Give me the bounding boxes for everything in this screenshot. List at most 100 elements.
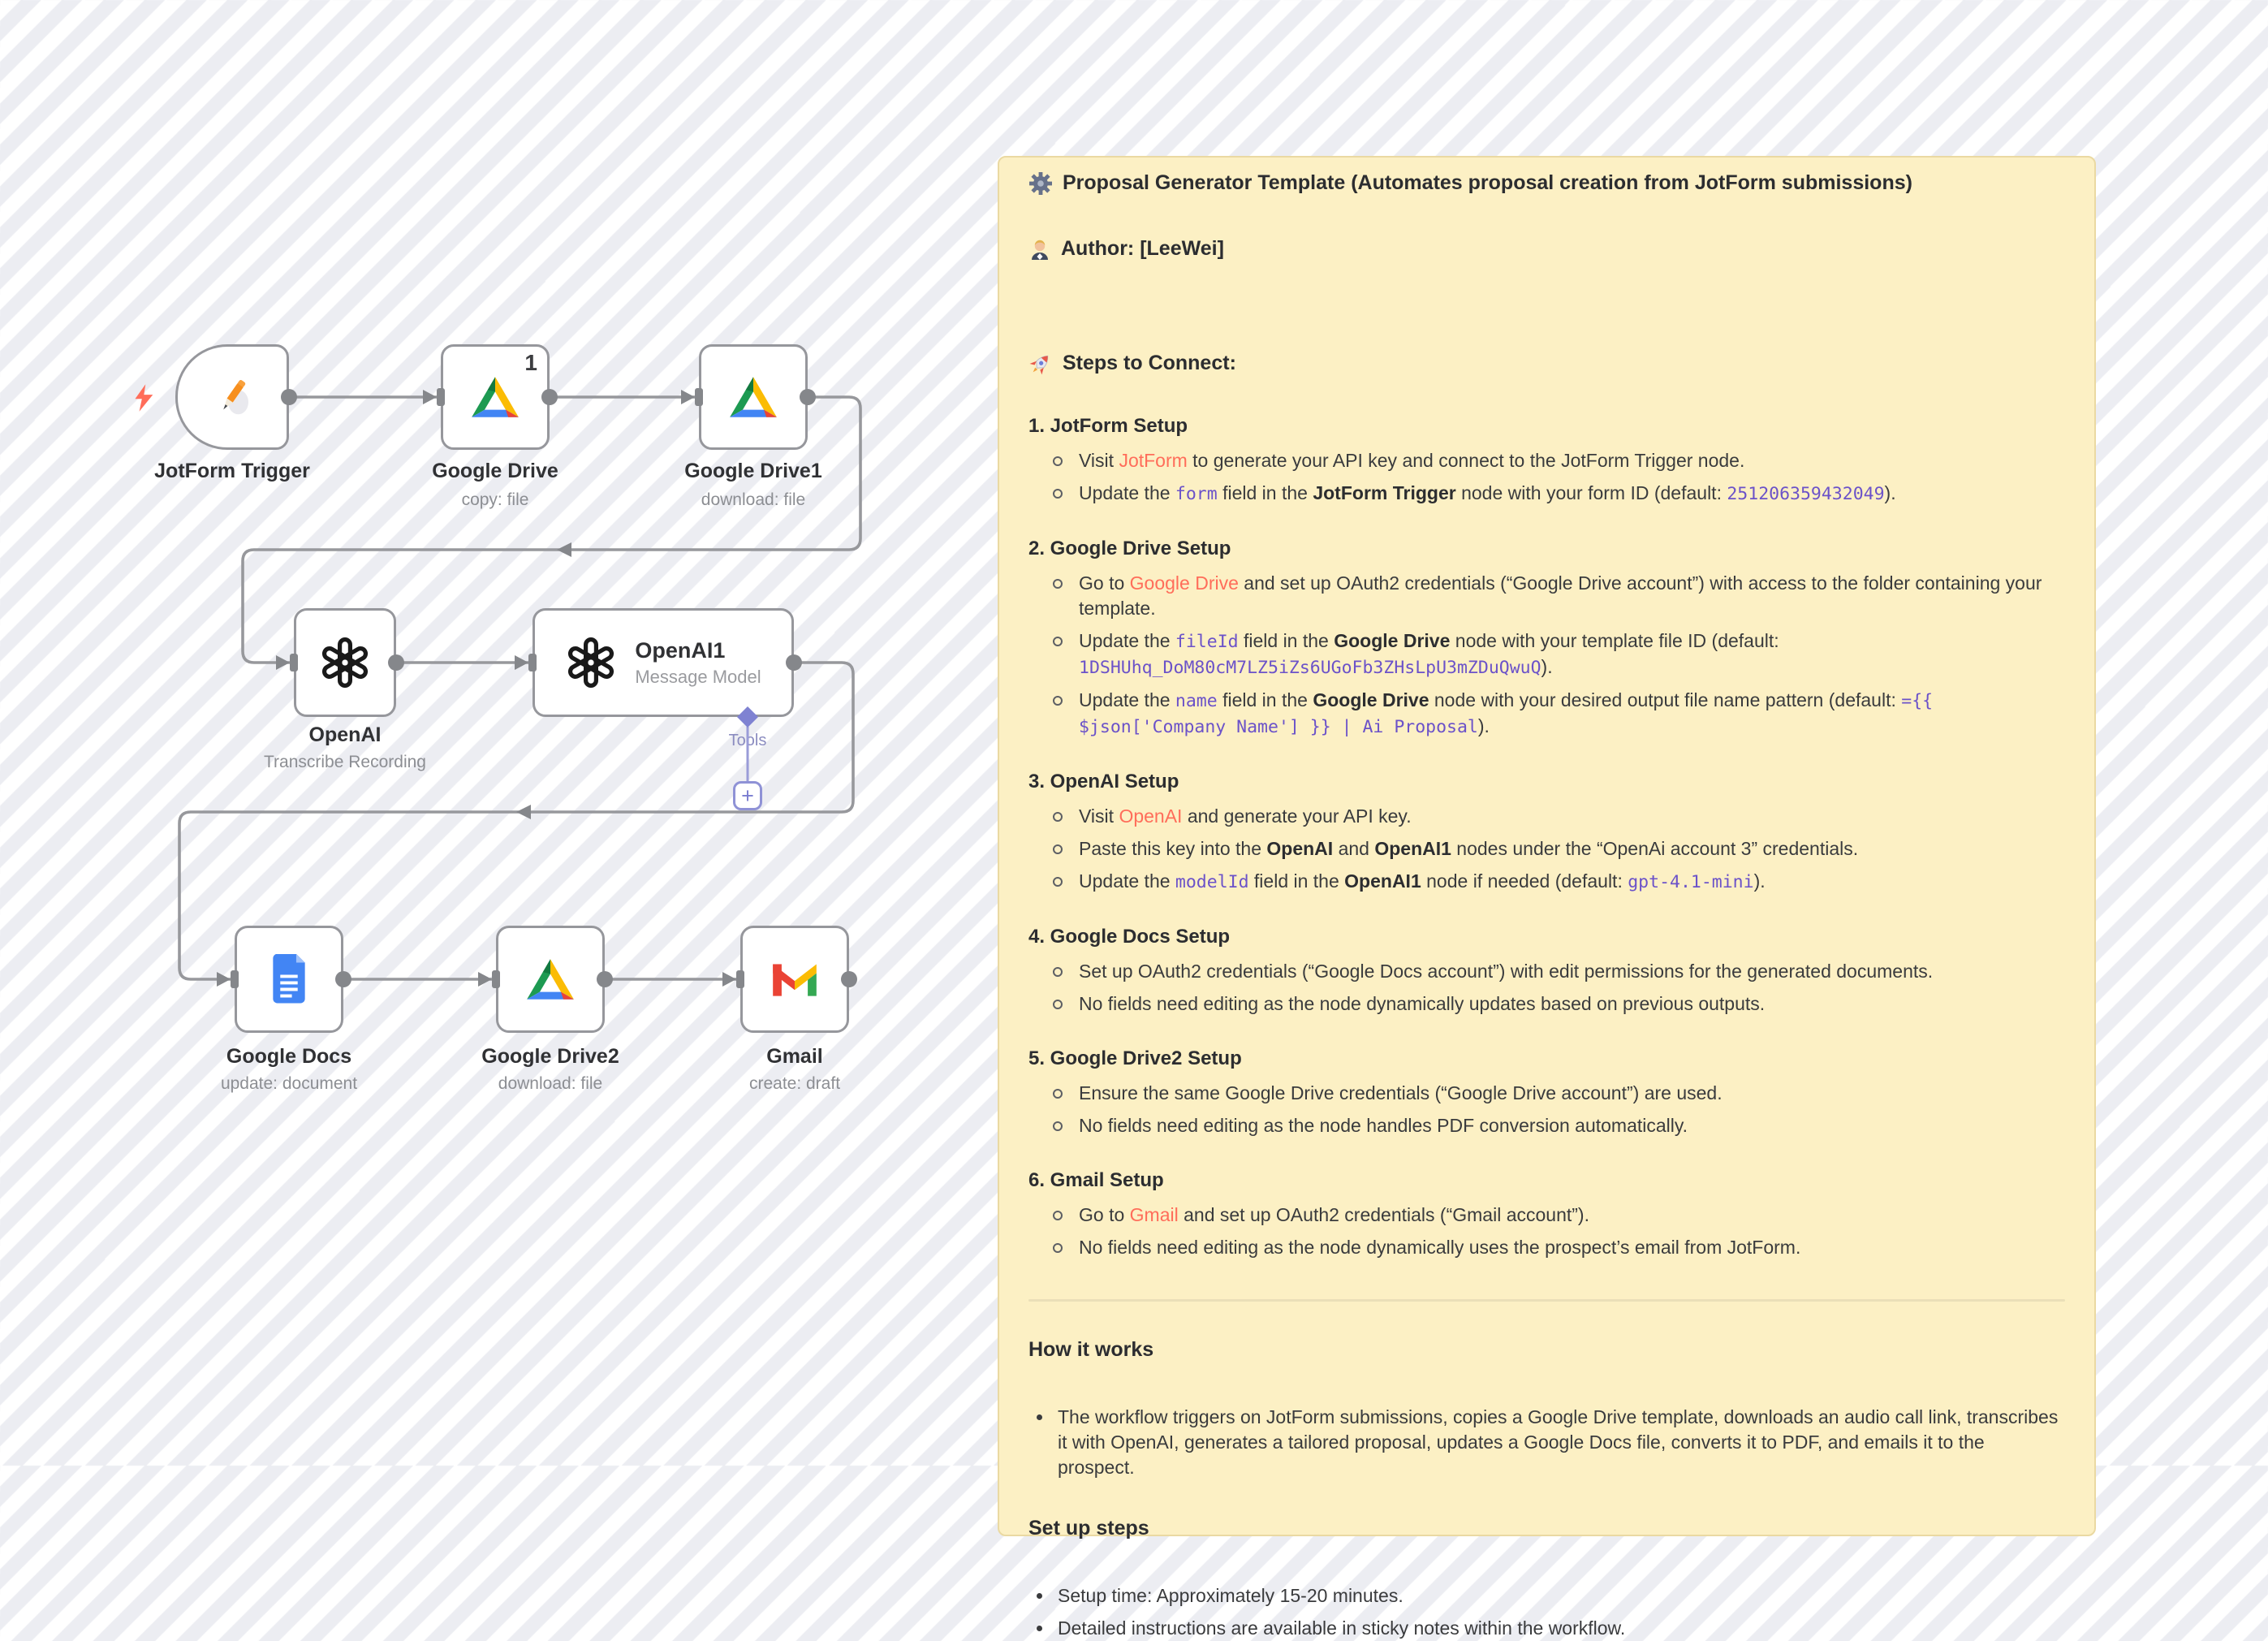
text-segment: JotForm Trigger [1313,482,1456,503]
text-segment: field in the [1217,689,1313,710]
step-bullet: Update the name field in the Google Driv… [1051,688,2065,740]
man-office-worker-icon [1032,240,1048,260]
text-segment: Update the [1079,630,1175,651]
step-bullet: Go to Gmail and set up OAuth2 credential… [1051,1203,2065,1228]
node-google-drive1[interactable] [699,344,808,450]
node-label: Gmail [766,1045,823,1068]
lightning-icon [135,384,153,412]
arrowhead [515,655,528,670]
text-segment: ). [1541,656,1553,677]
how-it-works-list: The workflow triggers on JotForm submiss… [1033,1405,2065,1480]
text-segment: 251206359432049 [1727,484,1885,504]
text-segment: fileId [1175,632,1239,652]
text-segment: and generate your API key. [1182,805,1412,827]
text-segment: form [1175,484,1218,504]
arrowhead [217,972,231,987]
text-segment: and set up OAuth2 credentials (“Google D… [1079,572,2042,619]
google-drive-icon [730,377,777,417]
openai-icon [321,637,369,688]
list-item: The workflow triggers on JotForm submiss… [1033,1405,2065,1480]
add-tool-button[interactable]: + [733,781,762,810]
step-bullet: Update the modelId field in the OpenAI1 … [1051,869,2065,895]
items-count-badge: 1 [524,350,537,375]
arrowhead [722,972,736,987]
step-title: 6. Gmail Setup [1028,1169,1164,1191]
step-title: 2. Google Drive Setup [1028,538,1231,559]
openai-icon [568,637,614,688]
arrowhead [423,390,437,404]
tools-connector-label: Tools [728,732,767,749]
step-bullet: No fields need editing as the node dynam… [1051,991,2065,1017]
step-bullets: Visit OpenAI and generate your API key. P… [1051,804,2065,895]
sticky-note[interactable]: Proposal Generator Template (Automates p… [998,156,2096,1639]
step-bullets: Go to Gmail and set up OAuth2 credential… [1051,1203,2065,1260]
text-segment: 1DSHUhq_DoM80cM7LZ5iZs6UGoFb3ZHsLpU3mZDu… [1079,658,1541,678]
node-label: Google Drive1 [684,460,822,482]
text-segment: Set up OAuth2 credentials (“Google Docs … [1079,961,1934,982]
jotform-pencil-icon [223,380,248,415]
step-bullet: Ensure the same Google Drive credentials… [1051,1081,2065,1106]
step-bullets: Go to Google Drive and set up OAuth2 cre… [1051,571,2065,740]
link-gmail[interactable]: Gmail [1129,1204,1179,1225]
node-google-docs[interactable] [235,926,343,1033]
text-segment: field in the [1238,630,1334,651]
text-segment: and set up OAuth2 credentials (“Gmail ac… [1178,1204,1589,1225]
link-google-drive[interactable]: Google Drive [1129,572,1239,594]
text-segment: No fields need editing as the node dynam… [1079,993,1766,1014]
text-segment: Update the [1079,689,1175,710]
arrowhead [276,655,290,670]
text-segment: OpenAI [1266,838,1334,859]
text-segment: node if needed (default: [1421,870,1628,892]
node-sublabel: download: file [701,490,806,509]
text-segment: Ensure the same Google Drive credentials… [1079,1082,1723,1103]
text-segment: ). [1884,482,1896,503]
step-bullet: Set up OAuth2 credentials (“Google Docs … [1051,959,2065,984]
text-segment: and [1333,838,1375,859]
text-segment: name [1175,691,1218,711]
node-label: JotForm Trigger [154,460,310,482]
sticky-title-row: Proposal Generator Template (Automates p… [1028,171,2065,196]
list-item: Detailed instructions are available in s… [1033,1616,2065,1641]
link-openai[interactable]: OpenAI [1119,805,1183,827]
step-title: 4. Google Docs Setup [1028,926,1231,948]
text-segment: Paste this key into the [1079,838,1267,859]
text-segment: ). [1477,715,1490,736]
text-segment: OpenAI1 [1374,838,1451,859]
node-label: OpenAI [308,723,382,746]
text-segment: Google Drive [1313,689,1429,710]
step-bullet: Visit OpenAI and generate your API key. [1051,804,2065,829]
node-google-drive[interactable]: 1 [441,344,550,450]
node-google-drive2[interactable] [496,926,605,1033]
step-bullets: Ensure the same Google Drive credentials… [1051,1081,2065,1138]
text-segment: node with your desired output file name … [1429,689,1902,710]
node-openai1[interactable]: OpenAI1 Message Model [533,608,794,717]
step-bullet: Paste this key into the OpenAI and OpenA… [1051,836,2065,862]
link-jotform[interactable]: JotForm [1119,450,1188,471]
steps-heading: Steps to Connect: [1063,352,1236,374]
node-openai[interactable] [294,608,396,717]
node-jotform-trigger[interactable] [175,344,289,450]
text-segment: gpt-4.1-mini [1628,872,1754,892]
arrowhead [557,542,571,557]
step-title: 3. OpenAI Setup [1028,771,1179,792]
set-up-steps-list: Setup time: Approximately 15-20 minutes.… [1033,1583,2065,1641]
gmail-icon [773,964,817,996]
set-up-steps-heading: Set up steps [1028,1517,1149,1540]
sticky-author: Author: [LeeWei] [1061,237,1224,260]
step-bullet: Visit JotForm to generate your API key a… [1051,448,2065,473]
step-bullets: Visit JotForm to generate your API key a… [1051,448,2065,507]
sticky-author-row: Author: [LeeWei] [1028,236,2065,261]
sticky-title: Proposal Generator Template (Automates p… [1063,171,1912,194]
text-segment: Update the [1079,870,1175,892]
node-sublabel: update: document [220,1074,358,1093]
text-segment: Go to [1079,1204,1130,1225]
text-segment: ). [1753,870,1766,892]
text-segment: No fields need editing as the node handl… [1079,1115,1688,1136]
arrowhead [478,972,492,987]
text-segment: Go to [1079,572,1130,594]
node-subtitle: Message Model [635,666,761,687]
text-segment: Update the [1079,482,1175,503]
text-segment: node with your form ID (default: [1455,482,1727,503]
node-gmail[interactable] [740,926,849,1033]
